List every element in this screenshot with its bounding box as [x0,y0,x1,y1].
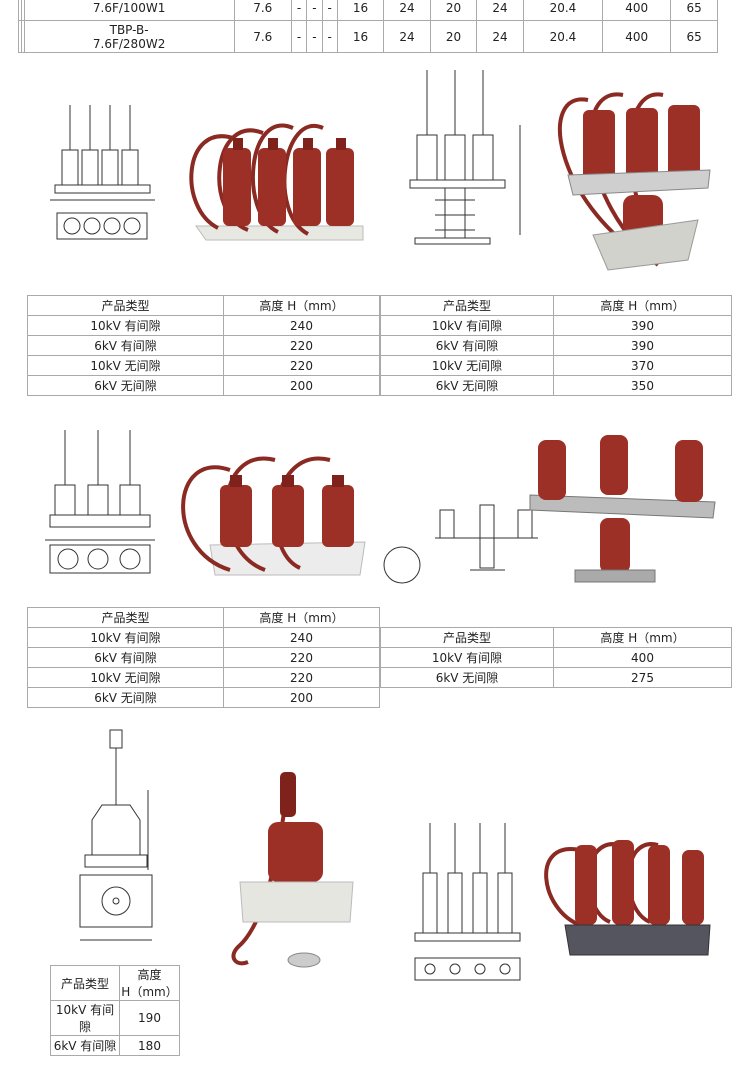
table-cell: - [290,20,308,53]
col-type-header: 产品类型 [27,607,224,628]
drawing-3pole-pillar [409,70,521,245]
table-cell: 400 [602,0,672,21]
table-cell: 20.4 [522,20,604,53]
table-cell: 16 [336,20,385,53]
photo-single-pole-arrester [231,772,354,968]
col-type-header: 产品类型 [380,295,554,316]
col-height-header: 高度 H（mm） [553,627,732,648]
table-cell: 65 [670,20,718,53]
photo-4pole-arrester [189,123,364,241]
col-height-header: 高度 H（mm） [553,295,732,316]
table-cell: 7.6 [233,0,292,21]
table-cell: 20.4 [522,0,604,21]
table-cell: - [306,20,323,53]
drawing-single-pole [79,729,153,941]
col-type-header: 产品类型 [380,627,554,648]
table-cell: 20 [429,20,478,53]
table-cell: 16 [336,0,385,21]
table-cell: 7.6 [233,20,292,53]
photo-4pole-series-arrester [544,840,711,956]
table-cell: - [306,0,323,21]
drawing-4pole-series [414,823,521,981]
col-height-header: 高度 H（mm） [223,295,380,316]
table-cell: - [290,0,308,21]
table-cell: 24 [476,0,524,21]
photo-3pole-box-arrester [181,456,366,576]
table-cell: 24 [476,20,524,53]
drawing-3pole-bracket [383,504,538,584]
drawing-4pole-with-gap [50,105,155,240]
table-cell: - [321,0,338,21]
table-cell: 24 [383,20,431,53]
table-cell: TBP-B- 7.6F/280W2 [23,20,235,53]
photo-3pole-bracket-arrester [529,435,716,583]
table-cell: 400 [602,20,672,53]
table-cell: 7.6F/100W1 [23,0,235,21]
col-height-header: 高度 H（mm） [223,607,380,628]
drawing-3pole-box [45,430,155,574]
table-cell: 20 [429,0,478,21]
col-type-header: 产品类型 [27,295,224,316]
table-cell: 24 [383,0,431,21]
col-type-header: 产品类型 [50,965,120,1001]
table-cell: - [321,20,338,53]
table-cell: 65 [670,0,718,21]
table-cell [18,20,22,53]
photo-3pole-pillar-arrester [558,92,711,271]
